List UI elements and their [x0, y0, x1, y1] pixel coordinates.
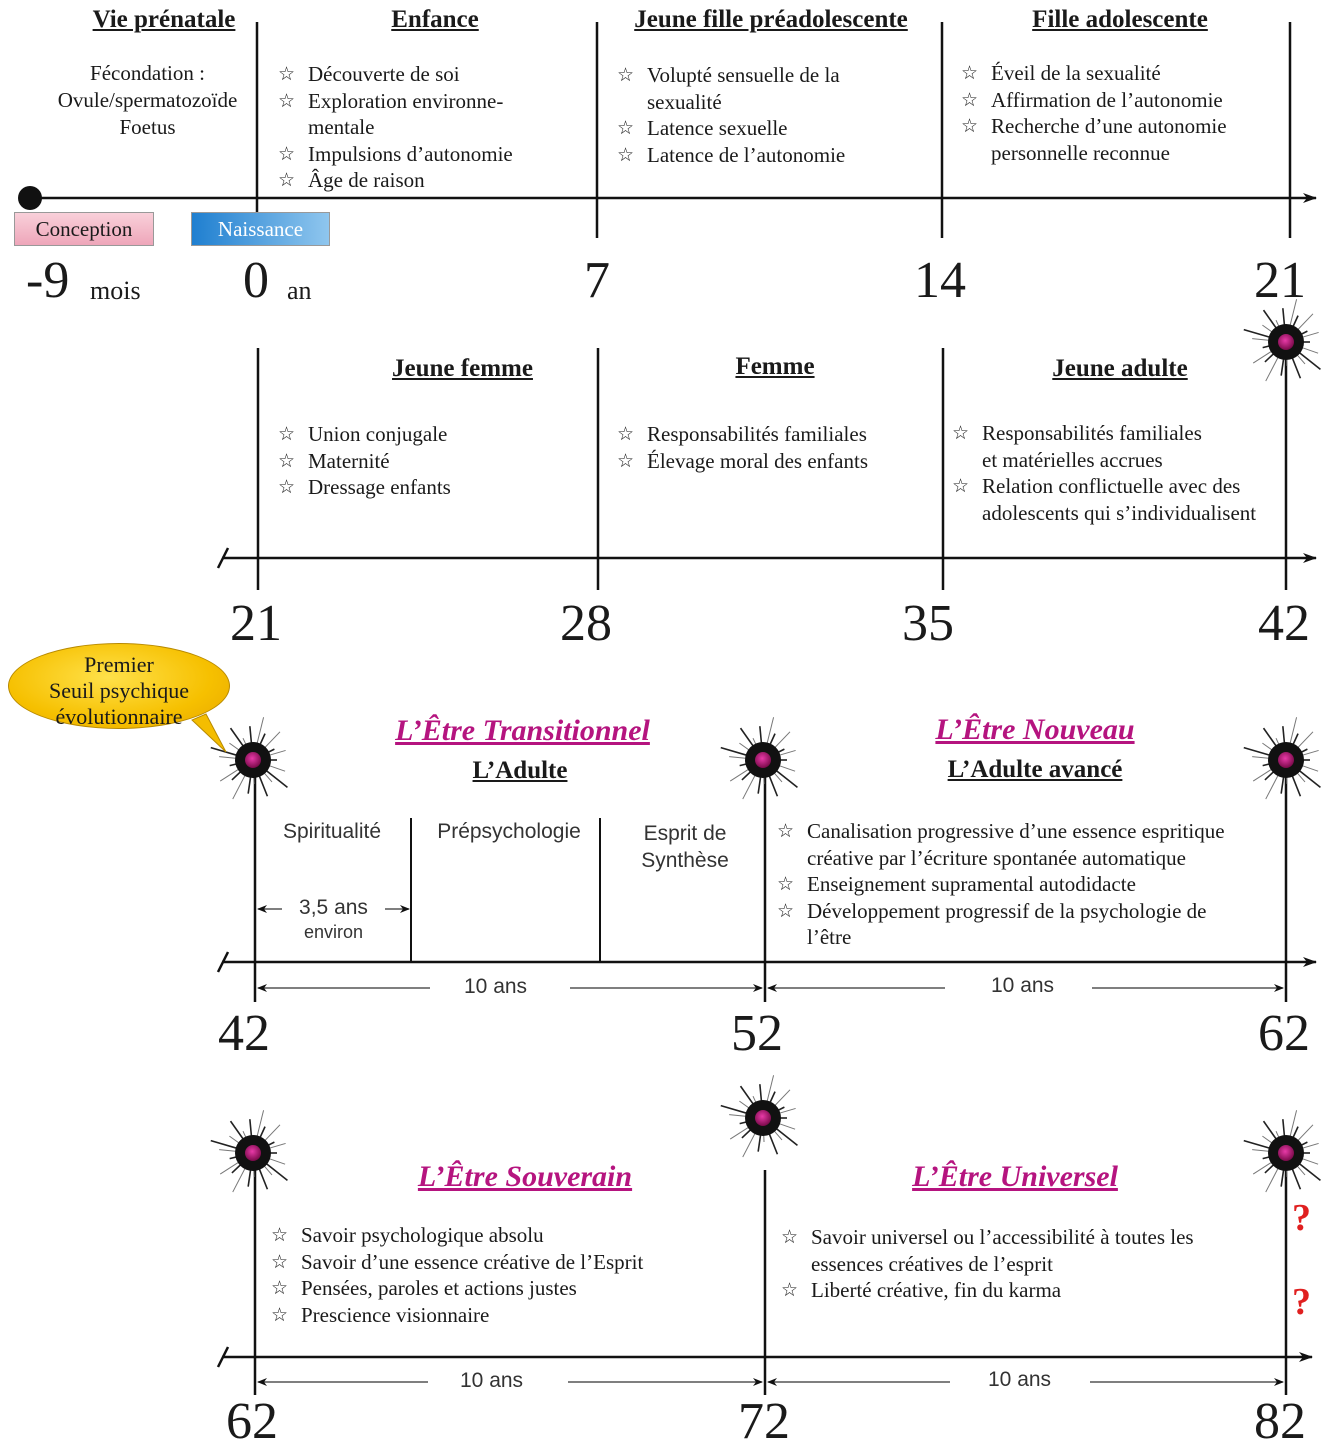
childhood-list: Découverte de soi Exploration environne-… [278, 61, 588, 194]
age-label: 62 [226, 1393, 278, 1450]
age-label: 14 [914, 252, 966, 309]
list-item: Liberté créative, fin du karma [781, 1277, 1271, 1304]
starburst-icon [1243, 1110, 1321, 1193]
title-new-being: L’Être Nouveau [935, 713, 1135, 746]
list-item: Union conjugale [278, 421, 588, 448]
list-item: Latence de l’autonomie [617, 142, 937, 169]
starburst-icon [1243, 717, 1321, 800]
starburst-icon [720, 717, 798, 800]
woman-list: Responsabilités familiales Élevage moral… [617, 421, 937, 474]
age-label: 21 [230, 595, 282, 652]
row1-axis [30, 22, 1317, 238]
span-label: 10 ans [987, 974, 1059, 998]
young-woman-list: Union conjugale Maternité Dressage enfan… [278, 421, 588, 501]
starburst-icon [210, 1110, 288, 1193]
list-item: Pensées, paroles et actions justes [271, 1275, 741, 1302]
list-item: Maternité [278, 448, 588, 475]
title-sovereign-being: L’Être Souverain [417, 1160, 633, 1193]
stage-title-childhood: Enfance [391, 6, 479, 33]
conception-dot [18, 186, 42, 210]
stage-title-young-woman: Jeune femme [392, 355, 533, 382]
row3-duration-arrows [257, 905, 1284, 992]
span-label: 10 ans [456, 1369, 528, 1393]
age-label: 52 [731, 1005, 783, 1062]
list-item: Exploration environne- mentale [278, 88, 588, 141]
question-mark: ? [1292, 1281, 1311, 1323]
list-item: Impulsions d’autonomie [278, 141, 588, 168]
stage-title-preteen: Jeune fille préadolescente [634, 6, 908, 33]
list-item: Responsabilités familiales et matérielle… [952, 420, 1292, 473]
age-label: 7 [584, 252, 610, 309]
adolescent-list: Éveil de la sexualité Affirmation de l’a… [961, 60, 1281, 166]
list-item: Développement progressif de la psycholog… [777, 898, 1287, 951]
age-label: 42 [1258, 595, 1310, 652]
birth-tag: Naissance [191, 212, 330, 246]
list-item: Éveil de la sexualité [961, 60, 1281, 87]
list-item: Savoir universel ou l’accessibilité à to… [781, 1224, 1271, 1277]
list-item: Responsabilités familiales [617, 421, 937, 448]
age-unit-year: an [287, 276, 312, 305]
row3-axis [216, 760, 1317, 1002]
row2-axis [216, 345, 1317, 590]
list-item: Canalisation progressive d’une essence e… [777, 818, 1287, 871]
age-label: 28 [560, 595, 612, 652]
title-universal-being: L’Être Universel [912, 1160, 1118, 1193]
preteen-list: Volupté sensuelle de la sexualité Latenc… [617, 62, 937, 168]
subtitle-advanced-adult: L’Adulte avancé [947, 756, 1123, 783]
list-item: Savoir d’une essence créative de l’Espri… [271, 1249, 741, 1276]
phase-duration-note: environ [303, 922, 364, 942]
age-label: 35 [902, 595, 954, 652]
row4-axis [216, 1155, 1313, 1395]
list-item: Prescience visionnaire [271, 1302, 741, 1329]
age-label: 42 [218, 1005, 270, 1062]
prenatal-line: Ovule/spermatozoïde [57, 88, 238, 112]
age-label: 82 [1254, 1393, 1306, 1450]
threshold-bubble: Premier Seuil psychique évolutionnaire [8, 643, 230, 729]
young-adult-list: Responsabilités familiales et matérielle… [952, 420, 1292, 526]
new-being-list: Canalisation progressive d’une essence e… [777, 818, 1287, 951]
question-mark: ? [1292, 1197, 1311, 1239]
list-item: Enseignement supramental autodidacte [777, 871, 1287, 898]
list-item: Dressage enfants [278, 474, 588, 501]
phase-prepsychology: Prépsychologie [437, 820, 581, 843]
span-label: 10 ans [460, 975, 532, 999]
prenatal-line: Foetus [119, 115, 176, 139]
list-item: Relation conflictuelle avec des adolesce… [952, 473, 1292, 526]
sovereign-being-list: Savoir psychologique absolu Savoir d’une… [271, 1222, 741, 1328]
age-label: 72 [738, 1393, 790, 1450]
stage-title-woman: Femme [735, 353, 815, 380]
title-transitional-being: L’Être Transitionnel [395, 714, 650, 747]
list-item: Élevage moral des enfants [617, 448, 937, 475]
list-item: Âge de raison [278, 167, 588, 194]
starburst-icon [210, 717, 288, 800]
list-item: Affirmation de l’autonomie [961, 87, 1281, 114]
subtitle-adult: L’Adulte [472, 757, 568, 784]
list-item: Recherche d’une autonomie personnelle re… [961, 113, 1281, 166]
bubble-tail [191, 713, 227, 753]
age-label: 62 [1258, 1005, 1310, 1062]
age-label: 21 [1254, 252, 1306, 309]
stage-title-adolescent: Fille adolescente [1032, 6, 1208, 33]
span-label: 10 ans [984, 1368, 1056, 1392]
age-label: -9 [26, 252, 70, 309]
age-label: 0 [243, 252, 269, 309]
universal-being-list: Savoir universel ou l’accessibilité à to… [781, 1224, 1271, 1304]
age-unit-months: mois [90, 276, 141, 305]
phase-spirituality: Spiritualité [282, 820, 382, 843]
list-item: Découverte de soi [278, 61, 588, 88]
conception-tag: Conception [14, 212, 154, 246]
starburst-icon [1243, 299, 1321, 382]
stage-title-young-adult: Jeune adulte [1052, 355, 1188, 382]
list-item: Savoir psychologique absolu [271, 1222, 741, 1249]
phase-synthesis: Esprit de Synthèse [641, 822, 729, 872]
list-item: Latence sexuelle [617, 115, 937, 142]
list-item: Volupté sensuelle de la sexualité [617, 62, 937, 115]
row3-phase-dividers [410, 818, 601, 962]
starburst-icon [720, 1075, 798, 1158]
phase-duration: 3,5 ans [299, 896, 368, 919]
prenatal-description: Fécondation : Ovule/spermatozoïde Foetus [40, 60, 255, 141]
prenatal-line: Fécondation : [90, 61, 205, 85]
stage-title-prenatal: Vie prénatale [92, 6, 236, 33]
